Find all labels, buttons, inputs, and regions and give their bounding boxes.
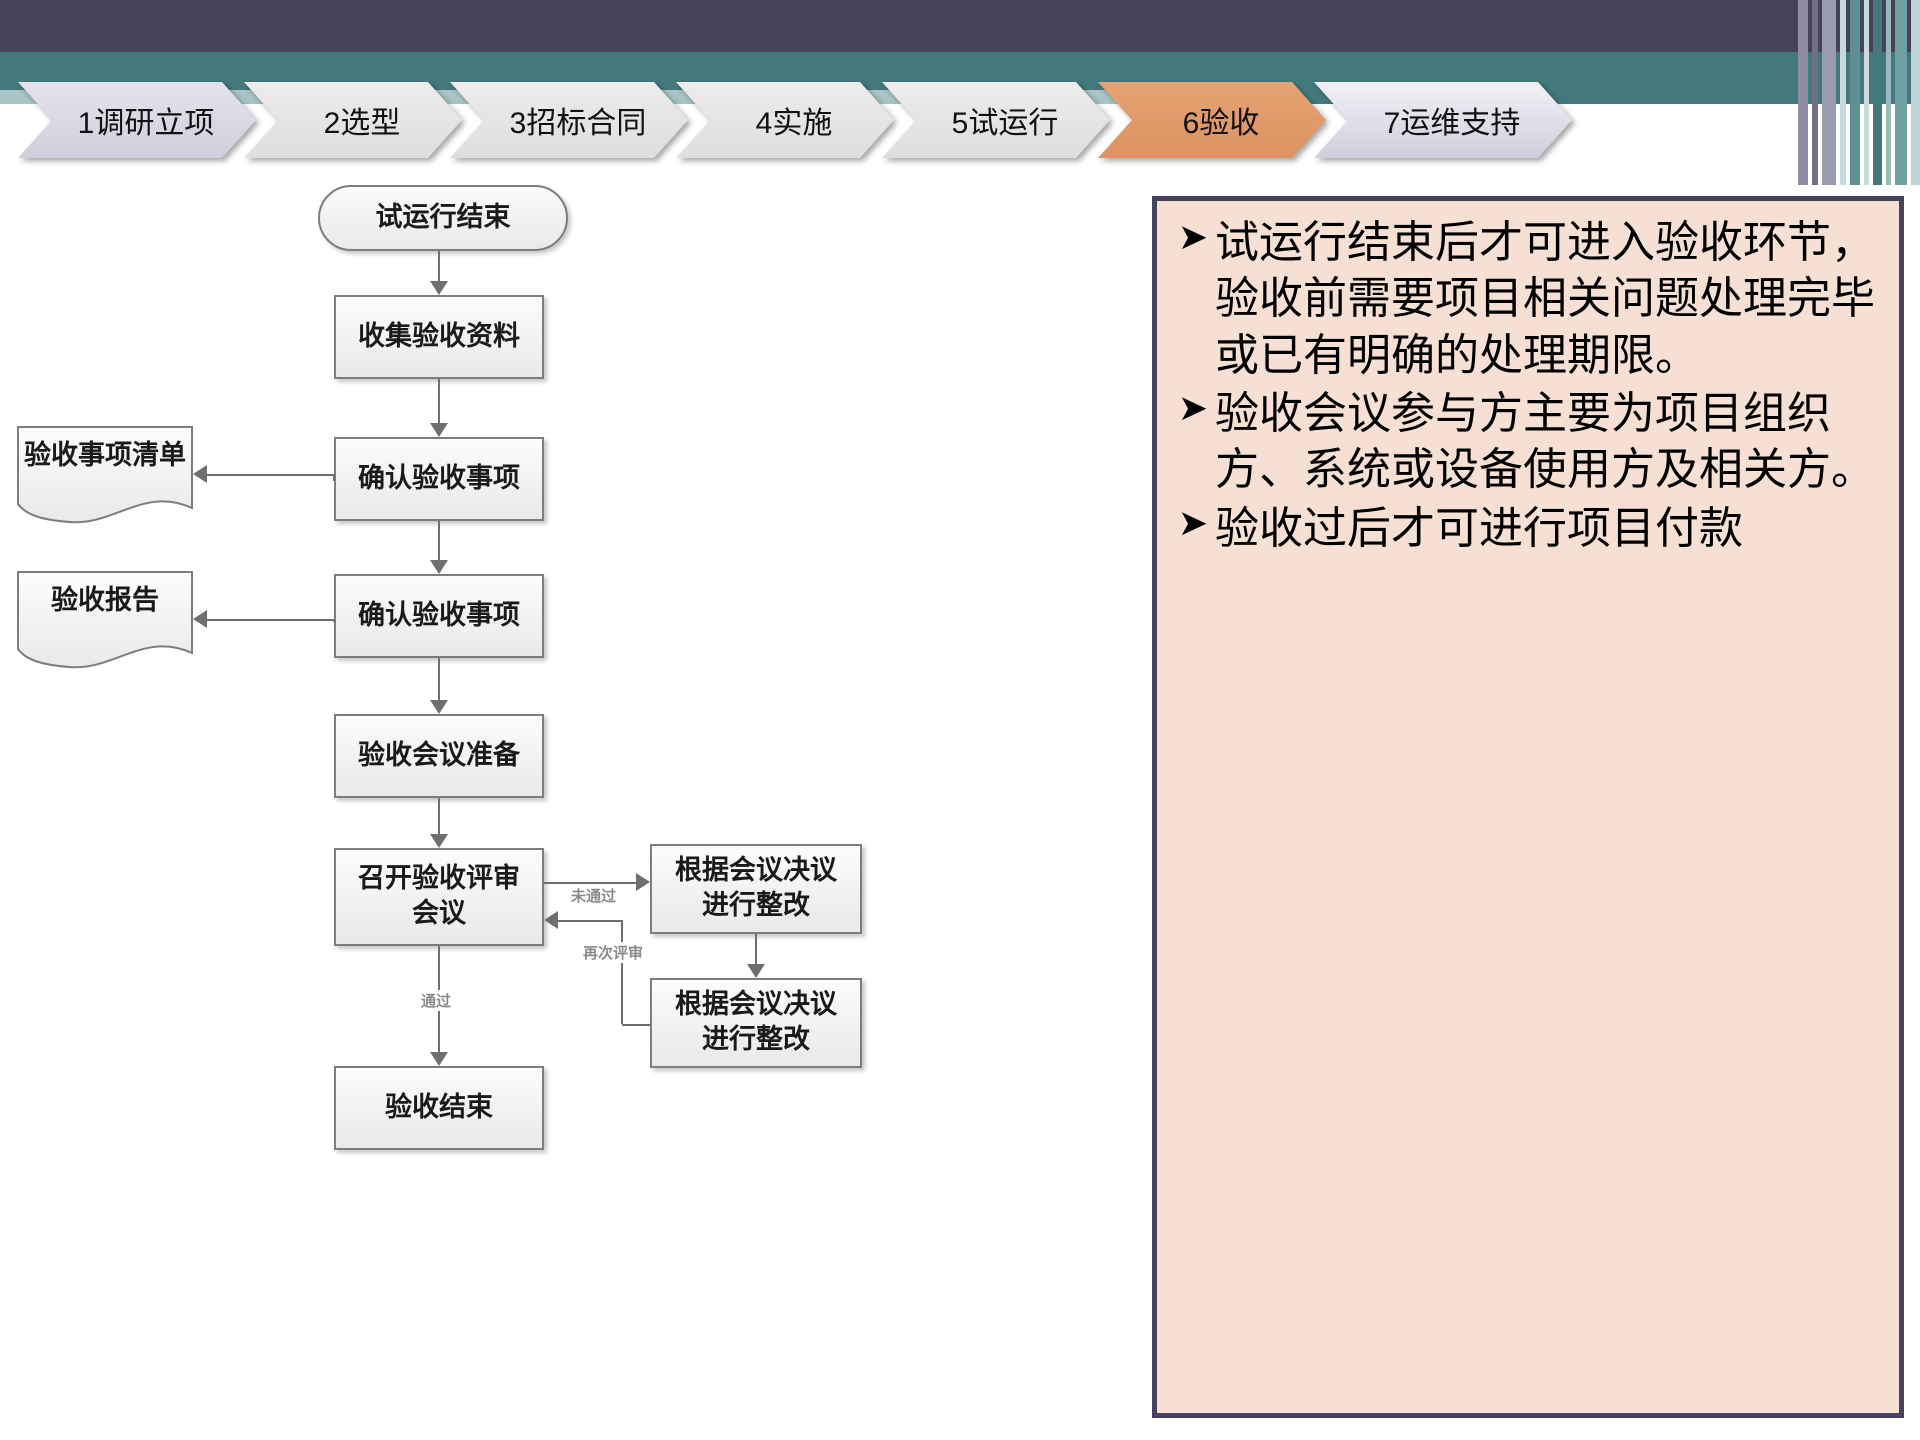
breadcrumb-step-6[interactable]: 6验收 [1098,82,1326,158]
breadcrumb: 1调研立项 2选型 3招标合同 4实施 5试运行 6验收 7运维支持 [0,82,1920,158]
arrow-bullet-icon: ➤ [1177,387,1209,429]
breadcrumb-step-4[interactable]: 4实施 [676,82,894,158]
breadcrumb-step-label: 1调研立项 [77,107,215,140]
chevron-shape [1098,82,1326,158]
chevron-shape [18,82,256,158]
flow-edge [621,920,623,1024]
flow-edge-label-fail: 未通过 [568,885,620,906]
chevron-shape [882,82,1110,158]
flow-edge [206,619,334,621]
chevron-shape [450,82,688,158]
flow-edge [438,251,440,282]
flow-node-confirm2[interactable]: 确认验收事项 [334,574,544,658]
decor-bar-1 [1812,0,1818,185]
flow-document-doc-report[interactable]: 验收报告 [16,570,194,675]
breadcrumb-step-label: 7运维支持 [1383,107,1521,140]
notes-panel: ➤试运行结束后才可进入验收环节，验收前需要项目相关问题处理完毕或已有明确的处理期… [1152,196,1904,1418]
flow-edge [438,521,440,561]
flow-node-prepare[interactable]: 验收会议准备 [334,714,544,798]
breadcrumb-step-1[interactable]: 1调研立项 [18,82,256,158]
breadcrumb-step-label: 5试运行 [951,107,1059,140]
flow-document-label: 验收事项清单 [24,440,186,471]
flow-edge [544,882,636,884]
arrow-bullet-icon: ➤ [1177,502,1209,544]
flow-node-confirm1[interactable]: 确认验收事项 [334,437,544,521]
flow-node-label: 试运行结束 [375,201,511,233]
flow-edge-label-pass: 通过 [418,990,455,1011]
breadcrumb-step-label: 2选型 [323,107,401,140]
flow-arrowhead [747,964,765,978]
breadcrumb-step-label: 4实施 [755,107,833,140]
flow-edge-label-rereview: 再次评审 [580,942,647,963]
flow-node-label: 确认验收事项 [358,599,520,631]
flow-arrowhead [430,834,448,848]
flow-arrowhead [430,560,448,574]
note-item-2: ➤验收会议参与方主要为项目组织方、系统或设备使用方及相关方。 [1171,386,1883,499]
decor-bar-0 [1798,0,1808,185]
breadcrumb-step-2[interactable]: 2选型 [244,82,462,158]
flow-node-collect[interactable]: 收集验收资料 [334,295,544,379]
decor-bar-8 [1895,0,1907,185]
flow-arrowhead [430,281,448,295]
flow-edge [755,934,757,965]
arrow-bullet-icon: ➤ [1177,217,1209,258]
note-text: 验收过后才可进行项目付款 [1215,502,1743,554]
flow-node-label: 验收会议准备 [358,739,520,771]
note-text: 验收会议参与方主要为项目组织方、系统或设备使用方及相关方。 [1215,387,1875,496]
flow-node-label: 验收结束 [385,1091,493,1123]
flow-edge [206,474,334,476]
flow-node-label: 根据会议决议进行整改 [675,855,837,921]
flow-document-doc-list[interactable]: 验收事项清单 [16,425,194,530]
header-dark-band [0,0,1920,52]
note-item-1: ➤试运行结束后才可进入验收环节，验收前需要项目相关问题处理完毕或已有明确的处理期… [1171,215,1883,384]
flow-arrowhead [544,911,558,929]
breadcrumb-step-label: 3招标合同 [509,107,647,140]
flow-edge [438,379,440,424]
flow-edge [622,1024,650,1026]
flow-edge [333,474,335,479]
chevron-shape [676,82,894,158]
flow-arrowhead [430,1052,448,1066]
acceptance-flowchart: 试运行结束收集验收资料确认验收事项确认验收事项验收会议准备召开验收评审会议验收结… [0,170,1150,1440]
decor-bar-6 [1873,0,1882,185]
flow-edge [438,658,440,701]
flow-edge [333,479,335,481]
decor-bar-4 [1850,0,1860,185]
flow-node-label: 召开验收评审会议 [358,863,520,929]
flow-edge [438,798,440,835]
breadcrumb-step-7[interactable]: 7运维支持 [1314,82,1572,158]
flow-node-start[interactable]: 试运行结束 [318,185,568,251]
flow-arrowhead [430,423,448,437]
decor-bar-3 [1840,0,1846,185]
breadcrumb-step-5[interactable]: 5试运行 [882,82,1110,158]
decor-bar-7 [1886,0,1891,185]
flow-node-label: 根据会议决议进行整改 [675,989,837,1055]
flow-node-label: 确认验收事项 [358,462,520,494]
flow-arrowhead [636,873,650,891]
note-item-3: ➤验收过后才可进行项目付款 [1171,501,1883,557]
flow-node-label: 收集验收资料 [358,320,520,352]
note-text: 试运行结束后才可进入验收环节，验收前需要项目相关问题处理完毕或已有明确的处理期限… [1215,217,1875,381]
chevron-shape [244,82,462,158]
breadcrumb-step-label: 6验收 [1182,107,1260,140]
flow-node-rectify2[interactable]: 根据会议决议进行整改 [650,978,862,1068]
chevron-shape [1314,82,1572,158]
flow-node-end[interactable]: 验收结束 [334,1066,544,1150]
flow-edge [333,619,335,622]
decor-bar-9 [1911,0,1920,185]
flow-document-label: 验收报告 [51,585,159,616]
flow-arrowhead [430,700,448,714]
flow-arrowhead [193,465,207,483]
decor-bar-5 [1864,0,1869,185]
breadcrumb-step-3[interactable]: 3招标合同 [450,82,688,158]
decor-bar-2 [1822,0,1836,185]
flow-arrowhead [193,610,207,628]
flow-node-rectify1[interactable]: 根据会议决议进行整改 [650,844,862,934]
flow-edge [558,920,622,922]
flow-node-review[interactable]: 召开验收评审会议 [334,848,544,946]
